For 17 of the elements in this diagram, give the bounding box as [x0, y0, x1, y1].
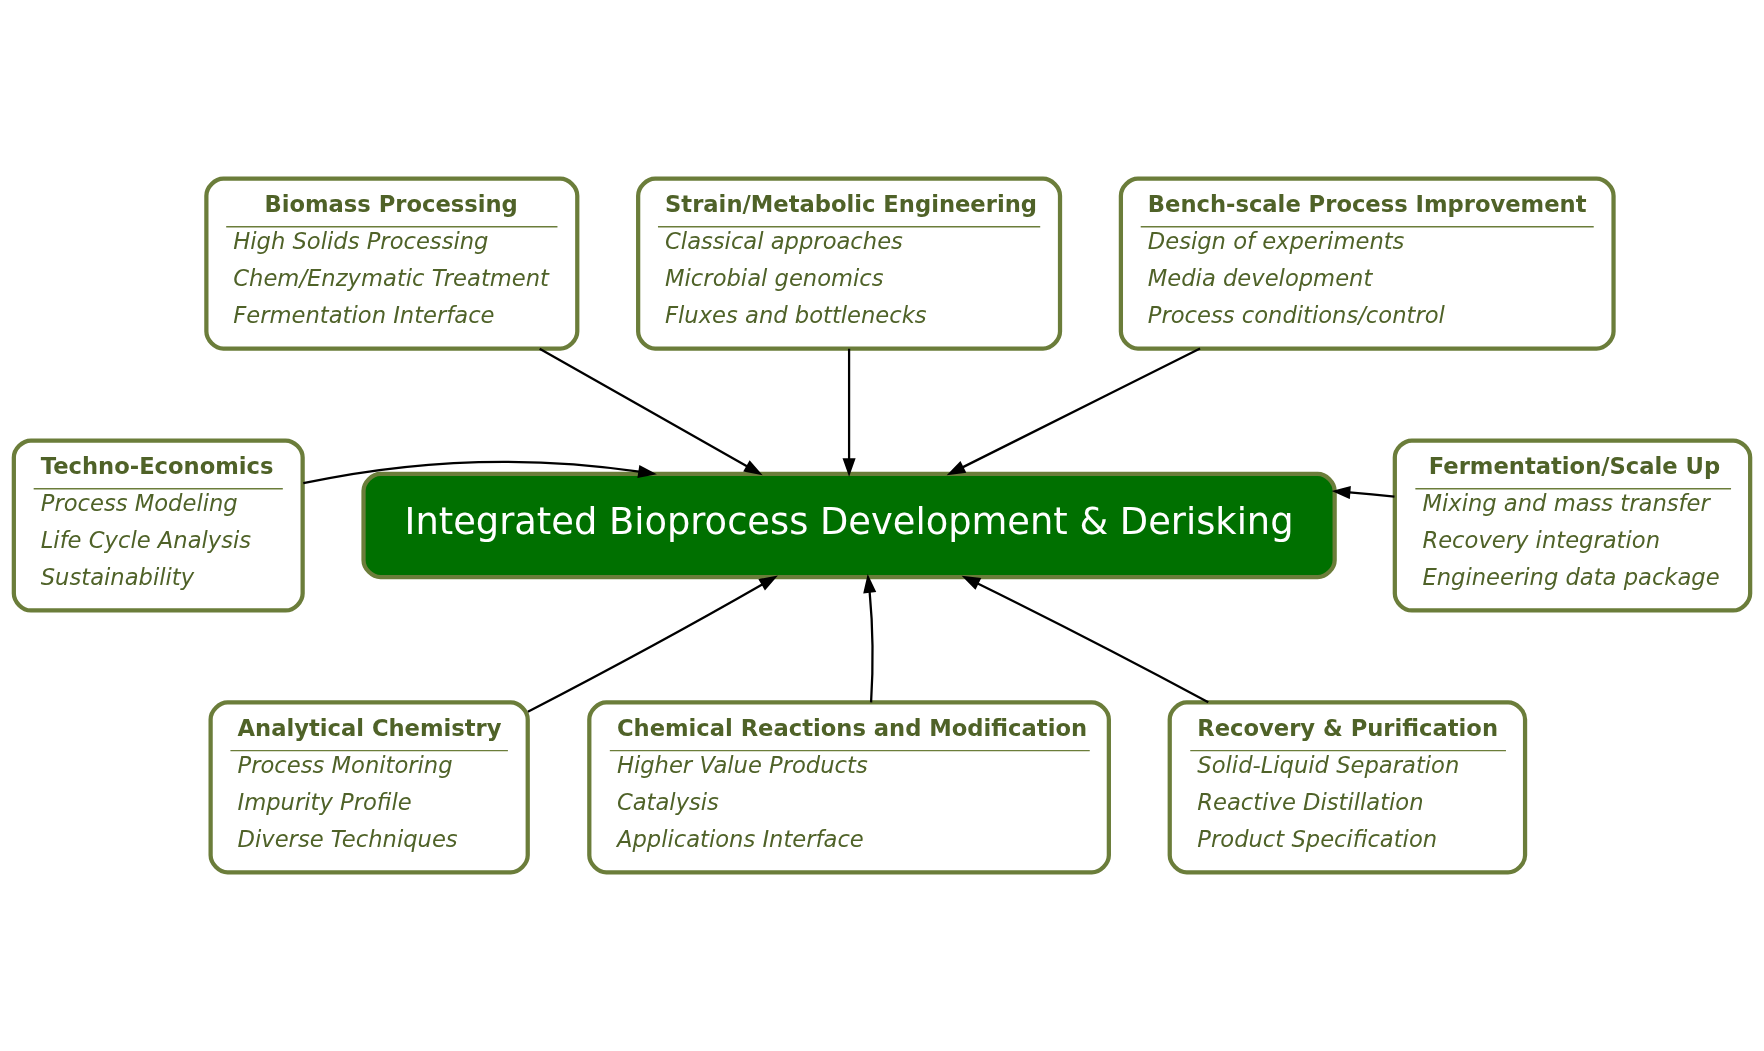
arrow	[1331, 486, 1395, 500]
node-box: Techno-Economics Process Modeling Life Cycle Analysis Sustainability	[11, 438, 305, 613]
arrow	[842, 348, 856, 477]
arrow	[946, 347, 1201, 476]
node-box: Strain/Metabolic Engineering Classical approaches Microbial genomics Fluxes and bottlenecks	[636, 176, 1063, 351]
arrow	[961, 575, 1209, 704]
arrow	[863, 574, 877, 703]
node-box: Analytical Chemistry Process Monitoring Impurity Profile Diverse Techniques	[208, 700, 530, 875]
node-box: Bench-scale Process Improvement Design of experiments Media development Process conditions/control	[1118, 176, 1616, 351]
node-box: Integrated Bioprocess Development & Derisking	[361, 471, 1337, 580]
node-box: Fermentation/Scale Up Mixing and mass transfer Recovery integration Engineering data package	[1392, 438, 1753, 613]
arrow	[527, 575, 778, 713]
arrow	[303, 460, 657, 485]
node-box: Recovery & Purification Solid-Liquid Separation Reactive Distillation Product Specification	[1167, 700, 1528, 875]
node-box: Biomass Processing High Solids Processing Chem/Enzymatic Treatment Fermentation Interface	[204, 176, 580, 351]
node-box: Chemical Reactions and Modification Higher Value Products Catalysis Applications Interface	[587, 700, 1111, 875]
arrow	[539, 347, 763, 476]
